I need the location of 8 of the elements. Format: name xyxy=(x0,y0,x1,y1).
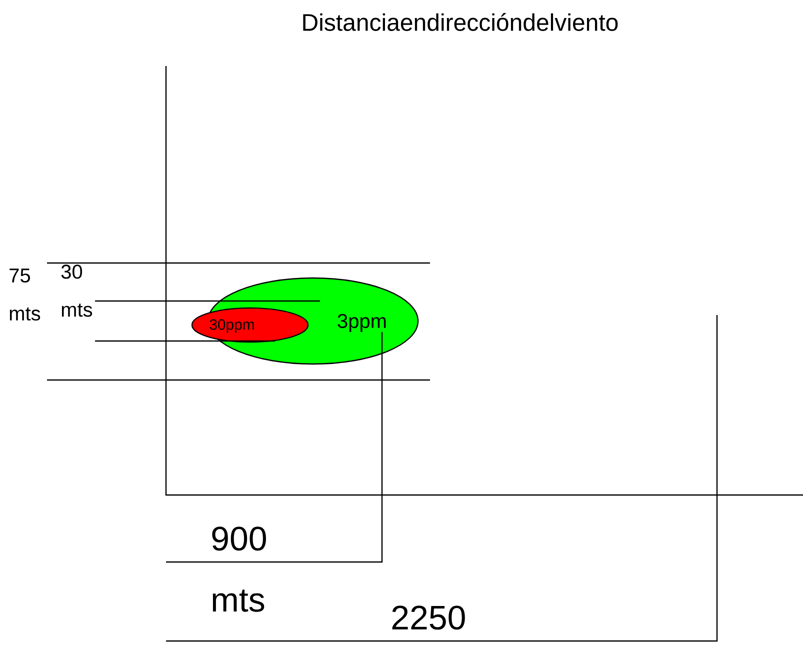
dimension-label: 30 mts xyxy=(61,264,92,317)
dimension-label: 900 mts xyxy=(212,526,266,612)
chart-title: Distanciaendireccióndelviento xyxy=(303,13,618,31)
dimension-label: 2250 xyxy=(392,606,465,630)
node-label: 30ppm xyxy=(210,319,254,333)
concentration-ellipse xyxy=(191,307,309,343)
dimension-label: 75 mts xyxy=(10,268,40,321)
node-label: 3ppm xyxy=(338,314,386,332)
